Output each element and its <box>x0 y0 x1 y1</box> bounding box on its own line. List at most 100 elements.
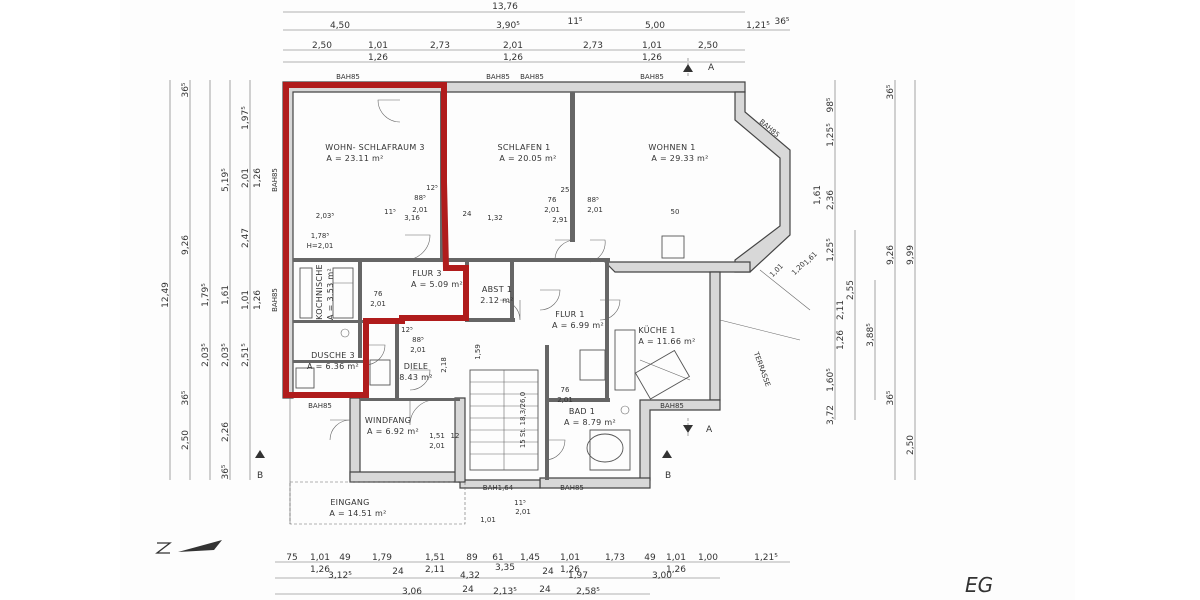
room-labels: WOHN- SCHLAFRAUM 3 A = 23.11 m² SCHLAFEN… <box>307 143 772 518</box>
window-label: BAH85 <box>336 73 360 81</box>
section-marker-a-top: A <box>683 58 715 78</box>
bottom-dim: 1,26 <box>310 565 330 575</box>
terrace-outline <box>719 269 811 341</box>
room-name: DUSCHE 3 <box>311 351 355 360</box>
bottom-dim: 1,45 <box>520 553 540 563</box>
section-marker-a-bottom: A <box>683 418 713 438</box>
bottom-dim: 2,11 <box>425 565 445 575</box>
room-name: WOHNEN 1 <box>648 143 695 152</box>
left-dim: 5,19⁵ <box>221 168 231 192</box>
bottom-dim: 3,00 <box>652 571 672 581</box>
left-dim: 1,01 <box>241 290 251 310</box>
right-dim: 3,88⁵ <box>866 323 876 347</box>
top-dim: 2,01 <box>503 41 523 51</box>
bottom-dim: 89 <box>466 553 478 563</box>
bottom-dim: 2,58⁵ <box>576 587 600 597</box>
top-dim: 13,76 <box>492 2 518 12</box>
interior-dim: 2,01 <box>557 396 573 404</box>
room-name: EINGANG <box>330 498 369 507</box>
right-dim: 9,99 <box>906 245 916 265</box>
bottom-dim: 1,79 <box>372 553 392 563</box>
bottom-dim: 4,32 <box>460 571 480 581</box>
room-name: FLUR 3 <box>412 269 442 278</box>
stair-treads <box>470 381 538 455</box>
paper-sheet <box>120 0 1075 600</box>
window-label: BAH85 <box>271 168 279 192</box>
interior-dim: 2,01 <box>412 206 428 214</box>
window-label: BAH85 <box>271 288 279 312</box>
right-dim: 2,55 <box>846 280 856 300</box>
left-dim: 2,26 <box>221 422 231 442</box>
bottom-dim: 1,26 <box>666 565 686 575</box>
bottom-dim: 1,21⁵ <box>754 553 778 563</box>
left-dim: 1,26 <box>253 290 263 310</box>
room-area: A = 29.33 m² <box>651 154 708 163</box>
top-dim: 2,50 <box>312 41 332 51</box>
left-dim: 2,03⁵ <box>201 343 211 367</box>
top-dim: 1,01 <box>642 41 662 51</box>
right-dim: 2,11 <box>836 300 846 320</box>
top-dimension-lines <box>283 11 790 63</box>
interior-dim: 88⁵ <box>412 336 424 344</box>
window-label: BAH85 <box>560 484 584 492</box>
room-area: A = 20.05 m² <box>499 154 556 163</box>
bottom-dim: 1,01 <box>310 553 330 563</box>
bottom-dim: 24 <box>462 585 474 595</box>
interior-dim: 24 <box>463 210 472 218</box>
interior-dim: 1,32 <box>487 214 503 222</box>
left-dim: 2,50 <box>181 430 191 450</box>
interior-dim: 2,01 <box>544 206 560 214</box>
section-marker-b-right: B <box>662 450 672 481</box>
right-dim: 1,60⁵ <box>826 368 836 392</box>
bottom-dim: 1,01 <box>560 553 580 563</box>
interior-dim: 88⁵ <box>587 196 599 204</box>
highlighted-apartment-outline <box>283 82 469 398</box>
room-area: A = 5.09 m² <box>411 280 463 289</box>
room-area: A = 6.99 m² <box>552 321 604 330</box>
interior-dim: 11⁵ <box>384 208 396 216</box>
room-name: BAD 1 <box>569 407 595 416</box>
bottom-dim: 1,26 <box>560 565 580 575</box>
interior-dim: 1,78⁵ <box>311 232 330 240</box>
bottom-dim: 3,06 <box>402 587 422 597</box>
bottom-dim: 1,51 <box>425 553 445 563</box>
interior-dim: 12⁵ <box>401 326 413 334</box>
right-dim: 98⁵ <box>826 97 836 112</box>
section-letter: B <box>257 471 263 481</box>
right-dim: 1,25⁵ <box>826 123 836 147</box>
interior-dim: 12 <box>451 432 460 440</box>
room-area: A = 11.66 m² <box>638 337 695 346</box>
left-dim: 1,97⁵ <box>241 106 251 130</box>
room-name: KÜCHE 1 <box>638 325 675 335</box>
bottom-dim: 3,12⁵ <box>328 571 352 581</box>
left-dim: 2,01 <box>241 168 251 188</box>
right-dim: 1,61 <box>813 185 823 205</box>
interior-dim: 1,59 <box>474 344 482 360</box>
interior-dim: 2,91 <box>552 216 568 224</box>
window-label: BAH85 <box>520 73 544 81</box>
left-dim: 36⁵ <box>221 464 231 479</box>
bottom-dim: 75 <box>286 553 297 563</box>
top-dim: 1,21⁵ <box>746 21 770 31</box>
bottom-dimension-lines <box>275 561 790 595</box>
bottom-dim: 61 <box>492 553 503 563</box>
right-dim: 36⁵ <box>886 390 896 405</box>
fixtures <box>295 235 691 471</box>
window-label: BAH85 <box>640 73 664 81</box>
top-dimensions: 13,76 4,50 3,90⁵ 11⁵ 5,00 1,21⁵ 36⁵ 2,50… <box>312 2 790 63</box>
interior-dim: 25 <box>561 186 570 194</box>
room-area: 2.12 m² <box>480 296 513 305</box>
top-dim: 2,50 <box>698 41 718 51</box>
top-dim: 2,73 <box>430 41 450 51</box>
bottom-dim: 24 <box>542 567 554 577</box>
room-area: 8.43 m² <box>399 373 432 382</box>
top-dim: 36⁵ <box>774 17 789 27</box>
room-name: DIELE <box>404 362 429 371</box>
top-dim: 4,50 <box>330 21 350 31</box>
top-dim: 5,00 <box>645 21 665 31</box>
interior-dim: 50 <box>671 208 680 216</box>
room-name: FLUR 1 <box>555 310 585 319</box>
section-markers: A A B B <box>255 58 715 481</box>
entrance-outline <box>289 398 466 525</box>
